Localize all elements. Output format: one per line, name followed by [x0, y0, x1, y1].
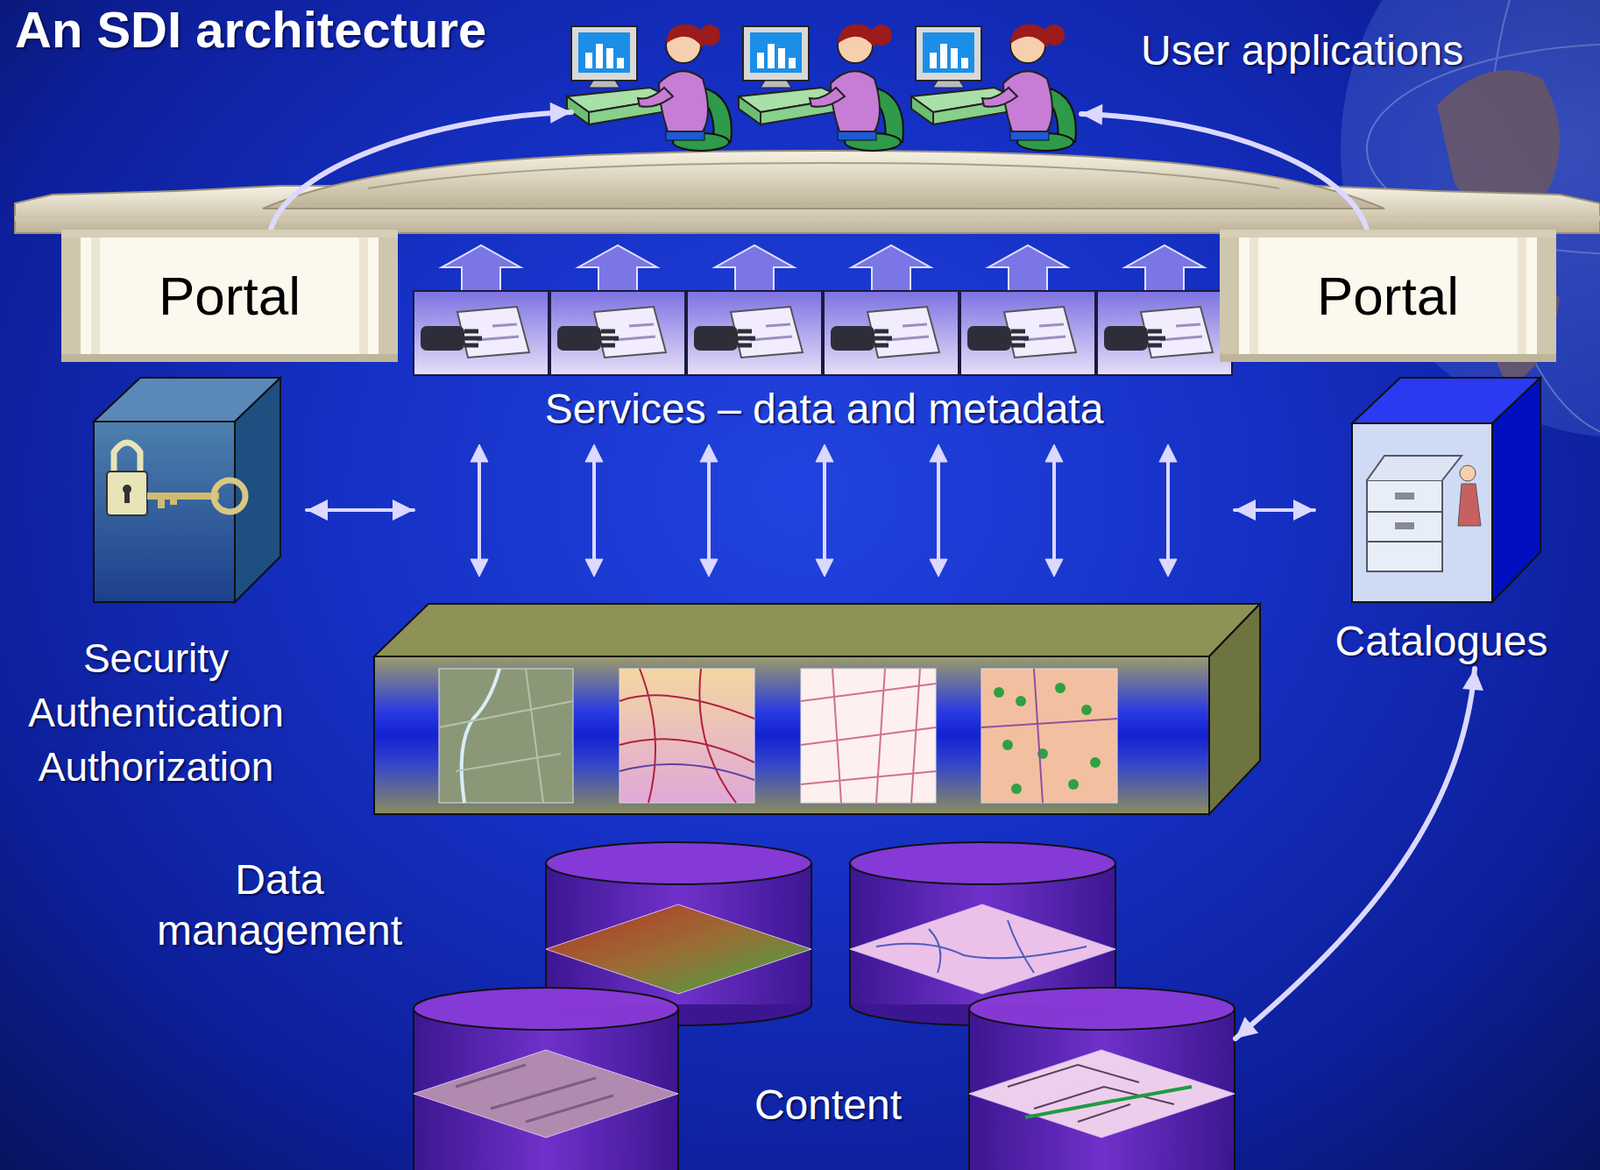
node-label: Security Authentication Authorization	[5, 630, 307, 794]
arrow-head	[392, 499, 414, 521]
catalogue-cube: Catalogues	[1314, 377, 1569, 669]
node-label: User applications	[1140, 25, 1464, 76]
node-label: Content	[420, 1079, 1236, 1130]
portal-pillar: Portal	[1219, 229, 1557, 362]
node-label: Catalogues	[1314, 615, 1569, 666]
layer-label: Data management	[134, 854, 425, 956]
slide-title: An SDI architecture	[14, 1, 487, 58]
label-wrap: Data management	[134, 854, 425, 956]
node-label: Services – data and metadata	[413, 383, 1235, 434]
arrow-head	[1081, 104, 1103, 126]
connector	[1081, 113, 1367, 230]
arrow-head	[1293, 499, 1315, 521]
security-cube: Security Authentication Authorization	[5, 377, 307, 791]
connector	[270, 112, 572, 230]
title-wrap: An SDI architecture	[14, 1, 487, 58]
node-label: Portal	[158, 263, 301, 328]
content-stores: Content	[420, 841, 1236, 1170]
connector	[1235, 668, 1475, 1039]
user-group: User applications	[571, 5, 1082, 155]
arrow-head	[1234, 499, 1256, 521]
arrow-head	[550, 102, 572, 124]
arrow-head	[306, 499, 328, 521]
services-layer: Services – data and metadata	[413, 245, 1235, 579]
arrow-head	[1462, 668, 1484, 691]
arrow-head	[1235, 1016, 1259, 1039]
portal-pillar: Portal	[61, 229, 398, 362]
node-label: Portal	[1316, 263, 1459, 328]
